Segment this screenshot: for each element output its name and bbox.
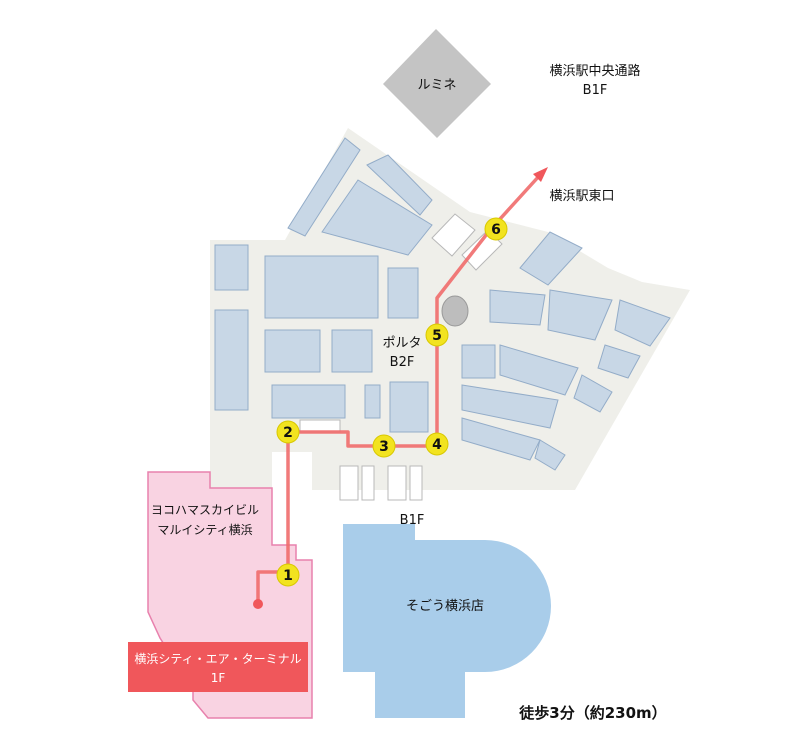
central-passage-floor-label: B1F (583, 83, 608, 98)
route-marker-2-number: 2 (283, 425, 293, 441)
sogo-building (343, 524, 551, 718)
shop-block (573, 374, 613, 413)
terminal-badge: 横浜シティ・エア・ターミナル 1F (128, 642, 308, 692)
central-passage-label: 横浜駅中央通路 (549, 63, 640, 79)
shop-block (461, 384, 559, 429)
shop-block (597, 344, 641, 379)
shop-blocks (214, 137, 671, 471)
stair-block (387, 465, 407, 501)
shop-block (214, 309, 249, 411)
shop-block (264, 329, 321, 373)
shop-block (366, 154, 433, 216)
elevator-oval (441, 295, 469, 327)
lumine-building: ルミネ (383, 29, 491, 138)
route-arrowhead (533, 167, 548, 182)
porta-floor-label: B2F (390, 355, 415, 370)
east-exit-label: 横浜駅東口 (549, 188, 614, 204)
route-marker-3: 3 (372, 434, 396, 458)
stair-block (361, 465, 375, 501)
shop-block (364, 384, 381, 419)
terminal-floor-label: 1F (211, 671, 226, 685)
stair-block (409, 465, 423, 501)
stairs (299, 213, 503, 501)
shop-block (534, 439, 566, 471)
route-marker-5-number: 5 (432, 328, 442, 344)
route-marker-6: 6 (484, 217, 508, 241)
shop-block (461, 344, 496, 379)
route-marker-5: 5 (425, 323, 449, 347)
sogo-label: そごう横浜店 (406, 598, 484, 614)
shop-block (499, 344, 579, 396)
terminal-label: 横浜シティ・エア・ターミナル (134, 652, 301, 666)
route-marker-1-number: 1 (283, 568, 293, 584)
shop-block (264, 255, 379, 319)
route-markers: 1 2 3 4 5 6 (276, 217, 508, 587)
shop-block (214, 244, 249, 291)
porta-label: ポルタ (382, 336, 421, 351)
route-start-dot (253, 599, 263, 609)
stair-block (461, 229, 503, 271)
shop-block (387, 267, 419, 319)
route-marker-1: 1 (276, 563, 300, 587)
stair-block (431, 213, 476, 257)
lumine-label: ルミネ (417, 78, 456, 93)
shop-block (614, 299, 671, 347)
shop-block (321, 179, 433, 256)
route-marker-6-number: 6 (491, 222, 501, 238)
shop-block (489, 289, 546, 326)
shop-block (389, 381, 429, 433)
stair-block (339, 465, 359, 501)
shop-block (547, 289, 613, 341)
shop-block (519, 231, 583, 286)
shop-block (461, 417, 541, 461)
shop-block (331, 329, 373, 373)
marui-label: ヨコハマスカイビル (151, 503, 259, 517)
stair-block (299, 419, 341, 433)
route-marker-4-number: 4 (432, 437, 442, 453)
route-marker-4: 4 (425, 432, 449, 456)
marui-sub-label: マルイシティ横浜 (157, 523, 252, 537)
shop-block (287, 137, 361, 237)
walk-time-label: 徒歩3分（約230m） (518, 704, 666, 722)
shop-block (271, 384, 346, 419)
route-marker-2: 2 (276, 420, 300, 444)
route-marker-3-number: 3 (379, 439, 389, 455)
